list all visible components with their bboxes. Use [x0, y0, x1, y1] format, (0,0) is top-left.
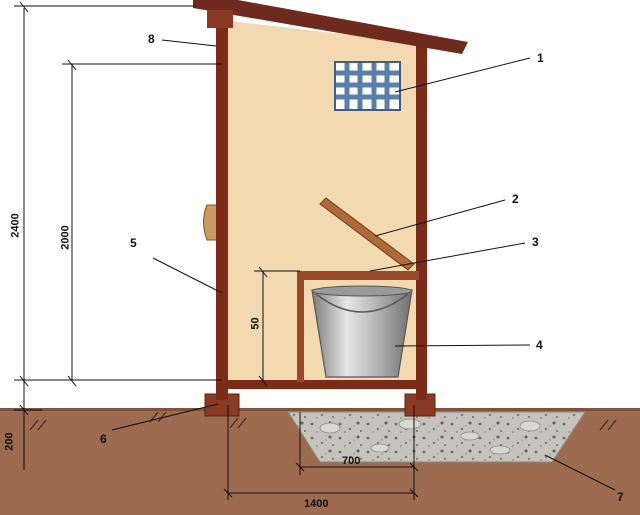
dim-total-height: 2400 — [9, 213, 22, 238]
dim-door-height: 2000 — [59, 225, 72, 250]
dim-pit-width: 700 — [342, 455, 361, 467]
window — [334, 61, 401, 111]
callout-8: 8 — [148, 32, 155, 46]
roof-cap — [207, 10, 233, 28]
dim-seat-height: 50 — [249, 317, 262, 330]
floor-beam — [222, 380, 422, 389]
rear-post — [416, 45, 427, 400]
gravel-pit — [287, 411, 586, 463]
dim-below-ground: 200 — [3, 432, 16, 451]
roof — [193, 0, 468, 54]
callout-5: 5 — [130, 236, 137, 250]
dimension-lines — [14, 1, 419, 500]
dim-base-width: 1400 — [304, 498, 329, 510]
callout-4: 4 — [536, 338, 543, 352]
callout-3: 3 — [532, 235, 539, 249]
leader-lines — [111, 39, 616, 491]
callout-2: 2 — [512, 192, 519, 206]
door-handle — [203, 204, 219, 241]
front-post — [216, 12, 228, 400]
callout-7: 7 — [617, 490, 624, 504]
seat-board — [297, 271, 419, 280]
callout-6: 6 — [100, 432, 107, 446]
seat-support-post — [297, 278, 304, 382]
seat-lid — [319, 197, 415, 271]
bucket — [311, 285, 413, 378]
callout-1: 1 — [537, 51, 544, 65]
gravel-stones — [319, 418, 541, 455]
